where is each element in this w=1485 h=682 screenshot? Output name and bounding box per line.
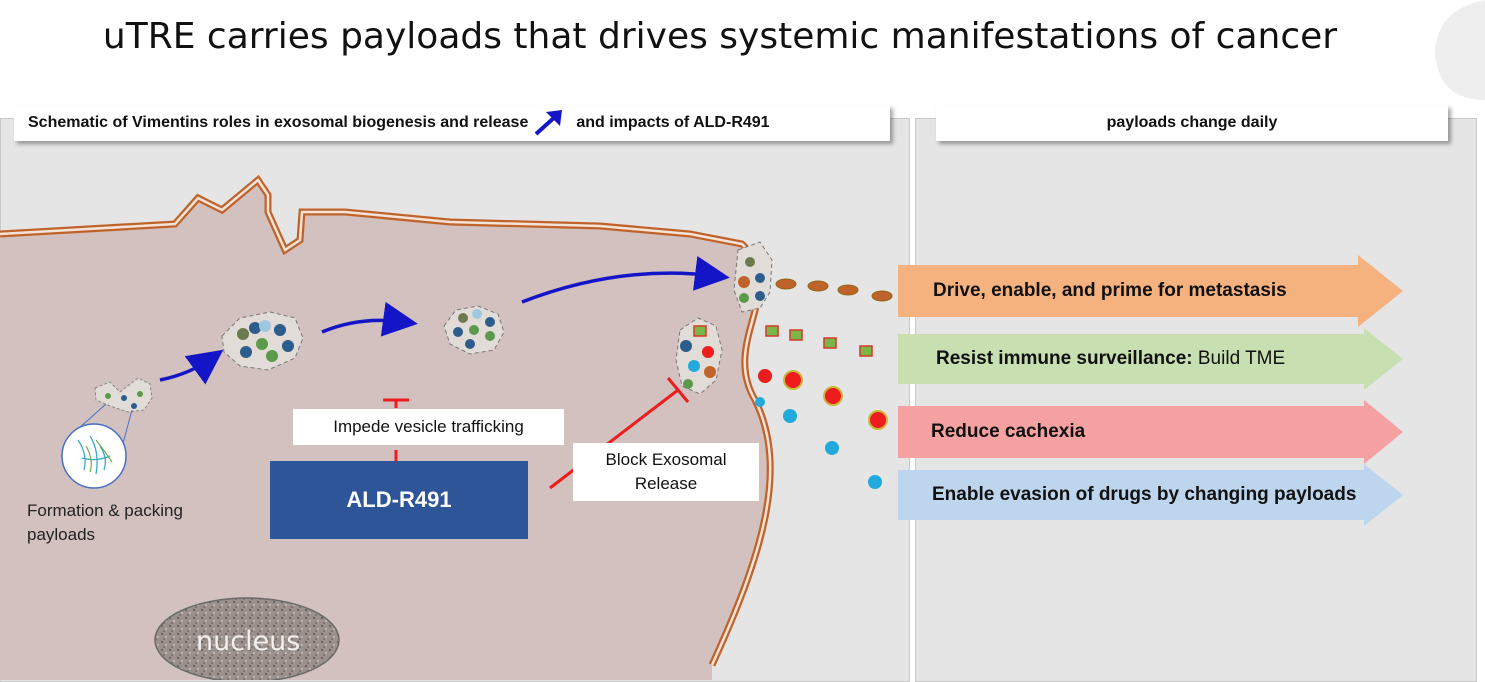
trafficking-arrow-1: [159, 349, 224, 385]
effect-arrow-immune: Resist immune surveillance: Build TME: [898, 328, 1403, 390]
block-release-line1: Block Exosomal: [605, 450, 727, 469]
formation-caption: Formation & packing payloads: [27, 499, 183, 547]
effect-normal: Build TME: [1192, 348, 1286, 369]
nucleus: [154, 597, 340, 680]
trafficking-arrow-2: [321, 301, 418, 337]
released-payloads: [755, 278, 893, 489]
effect-arrow-shape: [898, 255, 1403, 327]
drug-box: ALD-R491: [270, 461, 528, 539]
corner-decoration: [1435, 0, 1485, 100]
block-release-line2: Release: [634, 474, 698, 493]
effect-arrow-drug-evasion: Enable evasion of drugs by changing payl…: [898, 464, 1403, 526]
block-release-label: Block Exosomal Release: [573, 443, 759, 501]
inhibit-release-line: [549, 388, 679, 490]
blue-arrow-icon: [535, 110, 563, 136]
effect-bold: Drive, enable, and prime for metastasis: [933, 280, 1287, 301]
impede-label: Impede vesicle trafficking: [293, 409, 564, 445]
effect-bold: Resist immune surveillance:: [936, 348, 1193, 369]
trafficking-arrow-3: [521, 256, 730, 304]
effects-header-text: payloads change daily: [1106, 114, 1278, 131]
schematic-header-text: Schematic of Vimentins roles in exosomal…: [28, 114, 529, 131]
effect-bold: Enable evasion of drugs by changing payl…: [932, 484, 1357, 505]
effect-arrow-cachexia: Reduce cachexia: [898, 400, 1403, 464]
schematic-header-text-2: and impacts of ALD-R491: [576, 114, 770, 131]
formation-caption-line2: payloads: [27, 525, 96, 544]
formation-caption-line1: Formation & packing: [27, 501, 183, 520]
effects-header: payloads change daily: [936, 105, 1448, 141]
effect-arrow-metastasis: Drive, enable, and prime for metastasis: [898, 255, 1403, 327]
effect-bold: Reduce cachexia: [931, 421, 1086, 442]
payload-zoom-circle: [61, 423, 127, 489]
effect-arrow-shape: [898, 400, 1403, 464]
effect-arrow-shape: [898, 464, 1403, 526]
page-title: uTRE carries payloads that drives system…: [102, 16, 1338, 57]
schematic-header: Schematic of Vimentins roles in exosomal…: [14, 105, 890, 141]
effect-arrow-shape: [898, 328, 1403, 390]
nucleus-label: nucleus: [196, 626, 301, 657]
